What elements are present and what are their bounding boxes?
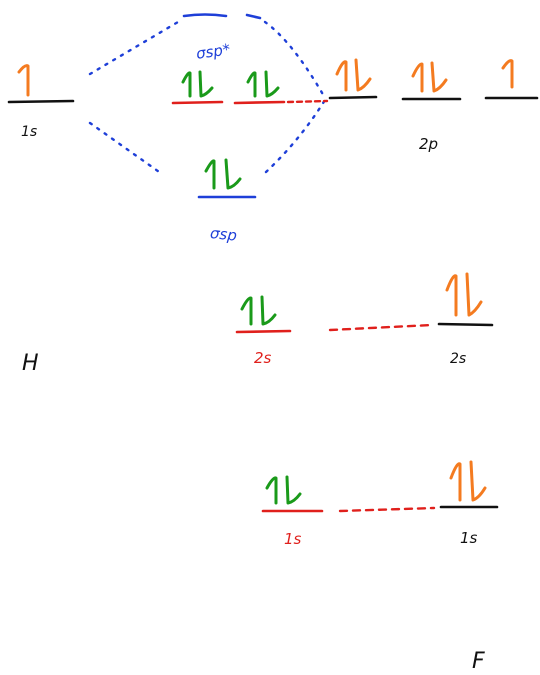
fluorine-2p-subshell: 2p bbox=[328, 58, 539, 153]
sigma-bonding-label: σsp bbox=[209, 224, 238, 245]
fluorine-2p-level-1 bbox=[328, 95, 378, 100]
fluorine-2p-electron-down-1 bbox=[354, 58, 372, 92]
nonbonding-2s-level bbox=[235, 329, 292, 334]
fluorine-atom-label: F bbox=[472, 649, 485, 674]
fluorine-2p-label: 2p bbox=[419, 135, 438, 153]
sigma-antibonding-level bbox=[182, 13, 228, 18]
sigma-antibonding-level-dash bbox=[245, 13, 262, 20]
fluorine-2s-orbital: 2s bbox=[437, 272, 494, 367]
mo-correlation-lines bbox=[88, 20, 436, 513]
sigma-bonding-to-f2p-line bbox=[264, 98, 327, 174]
nonbonding-2s-label: 2s bbox=[254, 349, 272, 367]
fluorine-2s-level bbox=[437, 322, 494, 327]
fluorine-2s-electron-up bbox=[445, 274, 458, 317]
h1s-to-sigma-antibonding-line bbox=[88, 20, 180, 76]
nonbonding-2p-level-2 bbox=[233, 100, 286, 105]
fluorine-2p-electron-up-1 bbox=[335, 60, 348, 92]
nonbonding-1s-to-f1s-line bbox=[338, 506, 436, 513]
fluorine-2p-electron-up-2 bbox=[411, 62, 424, 93]
sigma-bonding-electron-down bbox=[224, 158, 242, 190]
nonbonding-2p-level-1 bbox=[171, 100, 224, 105]
fluorine-1s-orbital: 1s bbox=[439, 460, 499, 547]
h1s-to-sigma-bonding-line bbox=[88, 121, 164, 176]
hydrogen-1s-electron-up bbox=[17, 64, 30, 97]
sigma-antibonding-orbital: σsp* bbox=[182, 13, 262, 63]
sigma-bonding-electron-up bbox=[204, 159, 216, 190]
fluorine-2s-label: 2s bbox=[450, 351, 466, 367]
nonbonding-1s-label: 1s bbox=[284, 530, 302, 548]
fluorine-2p-electron-down-2 bbox=[430, 61, 448, 93]
fluorine-1s-label: 1s bbox=[460, 529, 478, 547]
nonbonding-1s-orbital: 1s bbox=[261, 475, 324, 548]
hydrogen-1s-label: 1s bbox=[21, 124, 37, 140]
nonbonding-1s-electron-down bbox=[285, 475, 302, 505]
fluorine-2s-electron-down bbox=[465, 272, 483, 317]
nonbonding-2p-orbital-2 bbox=[233, 70, 286, 105]
nonbonding-1s-electron-up bbox=[265, 476, 278, 505]
nonbonding-2s-electron-up bbox=[240, 296, 253, 326]
sigma-bonding-orbital: σsp bbox=[197, 158, 257, 245]
nonbonding-2p-electron-down-2 bbox=[264, 70, 280, 98]
hydrogen-atom-label: H bbox=[22, 351, 39, 376]
fluorine-2p-electron-up-3 bbox=[501, 59, 514, 89]
fluorine-1s-electron-down bbox=[469, 460, 487, 502]
sigma-antibonding-label: σsp* bbox=[195, 40, 232, 63]
nonbonding-2p-to-f2p-line bbox=[286, 99, 329, 104]
nonbonding-2s-electron-down bbox=[260, 295, 277, 326]
nonbonding-2p-electron-down-1 bbox=[198, 70, 214, 98]
nonbonding-2p-orbital-1 bbox=[171, 70, 224, 105]
hydrogen-1s-orbital: 1s bbox=[7, 64, 75, 140]
hydrogen-1s-level bbox=[7, 99, 75, 104]
sigma-antibonding-to-f2p-line bbox=[263, 20, 327, 100]
fluorine-1s-electron-up bbox=[449, 462, 462, 502]
nonbonding-2p-electron-up-2 bbox=[246, 71, 257, 98]
nonbonding-2s-to-f2s-line bbox=[328, 323, 434, 332]
nonbonding-2s-orbital: 2s bbox=[235, 295, 292, 367]
nonbonding-2p-electron-up-1 bbox=[181, 71, 192, 98]
